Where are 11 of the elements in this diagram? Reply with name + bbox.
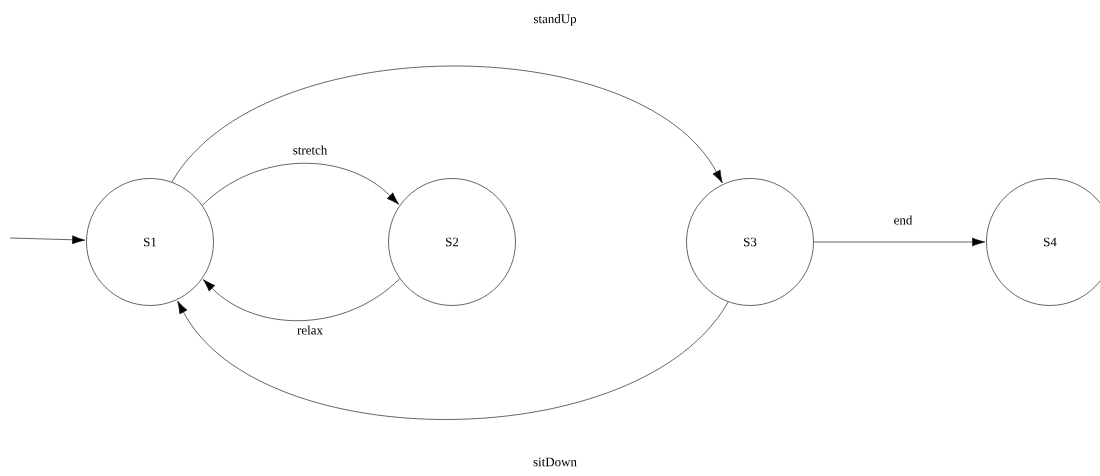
arrow [177, 300, 729, 420]
edge-label: stretch [291, 144, 329, 156]
edge-label: sitDown [532, 456, 578, 468]
arrow [813, 237, 986, 247]
arrow [203, 278, 401, 321]
arrow [201, 163, 400, 206]
arrow [9, 235, 86, 245]
edge-label: end [892, 214, 914, 226]
arrow [171, 65, 723, 184]
edge-label: relax [296, 324, 324, 336]
edge-label: standUp [532, 13, 578, 27]
